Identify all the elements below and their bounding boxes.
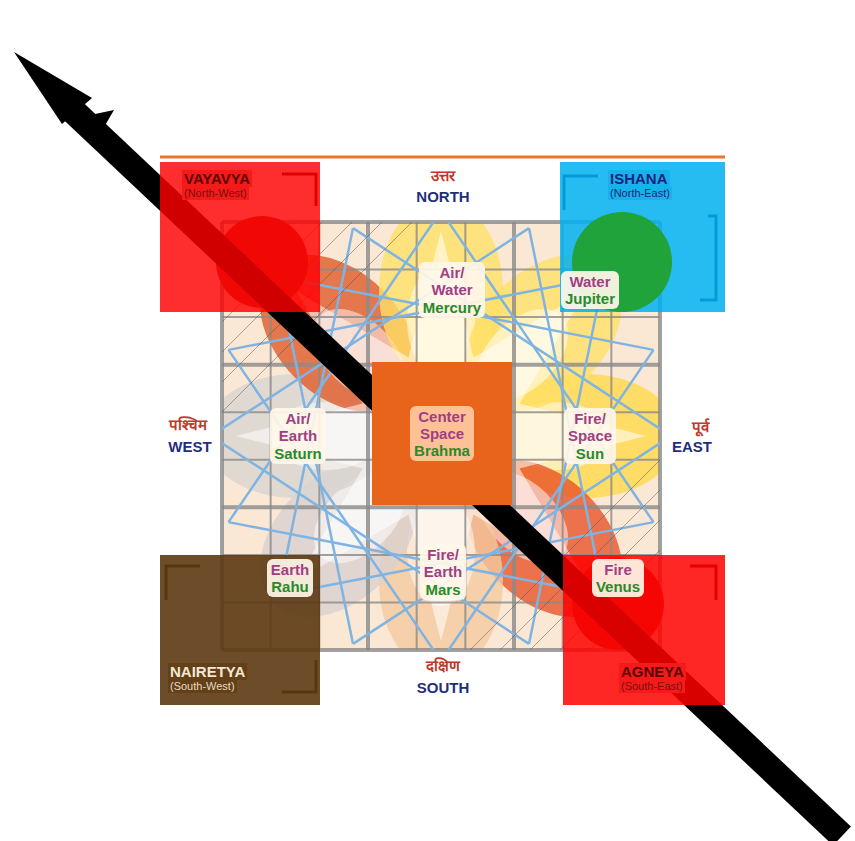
grid-line — [366, 222, 370, 650]
plan-ground — [160, 160, 725, 705]
zone-direction: (North-East) — [608, 187, 672, 200]
zone-name: VAYAVYA — [182, 170, 252, 187]
direction-label: पश्चिम — [166, 416, 210, 434]
planet-name: Venus — [596, 578, 640, 595]
grid-line — [222, 505, 660, 509]
planet-name: Rahu — [271, 578, 309, 595]
element-cell: Fire/ EarthMars — [420, 544, 466, 600]
zone-name: ISHANA — [608, 170, 670, 187]
zone-direction: (South-West) — [168, 680, 237, 693]
direction-label: NORTH — [413, 188, 472, 206]
planet-name: Brahma — [414, 442, 470, 459]
zone-box: ISHANA(North-East) WaterJupiter — [560, 162, 725, 312]
element-name: Air/ Water — [431, 264, 472, 299]
zone-box: VAYAVYA(North-West) — [160, 162, 320, 312]
zone-box: NAIRETYA(South-West) EarthRahu — [160, 555, 320, 705]
top-rule — [160, 156, 725, 159]
slash-notch — [76, 110, 114, 134]
planet-name: Mercury — [423, 299, 481, 316]
direction-label: SOUTH — [414, 679, 473, 697]
element-name: Fire/ Earth — [424, 546, 462, 581]
element-name: Water — [569, 273, 610, 290]
zone-direction: (North-West) — [182, 187, 249, 200]
grid-line — [512, 222, 516, 650]
center-text-group: Center SpaceBrahma — [410, 406, 474, 462]
element-name: Center Space — [418, 408, 466, 443]
planet-name: Mars — [425, 581, 460, 598]
element-cell: Air/ EarthSaturn — [270, 408, 326, 464]
zone-name: AGNEYA — [619, 663, 686, 680]
element-name: Fire — [604, 561, 632, 578]
planet-name: Sun — [576, 445, 604, 462]
planet-name: Jupiter — [565, 290, 615, 307]
element-name: Fire/ Space — [568, 410, 612, 445]
direction-label: EAST — [669, 438, 715, 456]
element-name: Air/ Earth — [279, 410, 317, 445]
direction-label: WEST — [165, 438, 214, 456]
center-box: Center SpaceBrahma — [372, 362, 512, 505]
zone-direction: (South-East) — [619, 680, 685, 693]
planet-name: Saturn — [274, 445, 322, 462]
direction-label: दक्षिण — [423, 657, 463, 675]
direction-label: पूर्व — [689, 418, 712, 436]
direction-label: उत्तर — [428, 167, 458, 185]
zone-name: NAIRETYA — [168, 663, 247, 680]
element-cell: WaterJupiter — [561, 271, 619, 310]
slash-band — [70, 108, 842, 836]
zone-box: AGNEYA(South-East) FireVenus — [563, 555, 725, 705]
element-cell: EarthRahu — [267, 559, 313, 598]
slash-tip — [14, 52, 92, 124]
element-cell: Air/ WaterMercury — [419, 262, 485, 318]
element-cell: FireVenus — [592, 559, 644, 598]
element-name: Earth — [271, 561, 309, 578]
element-cell: Fire/ SpaceSun — [564, 408, 616, 464]
